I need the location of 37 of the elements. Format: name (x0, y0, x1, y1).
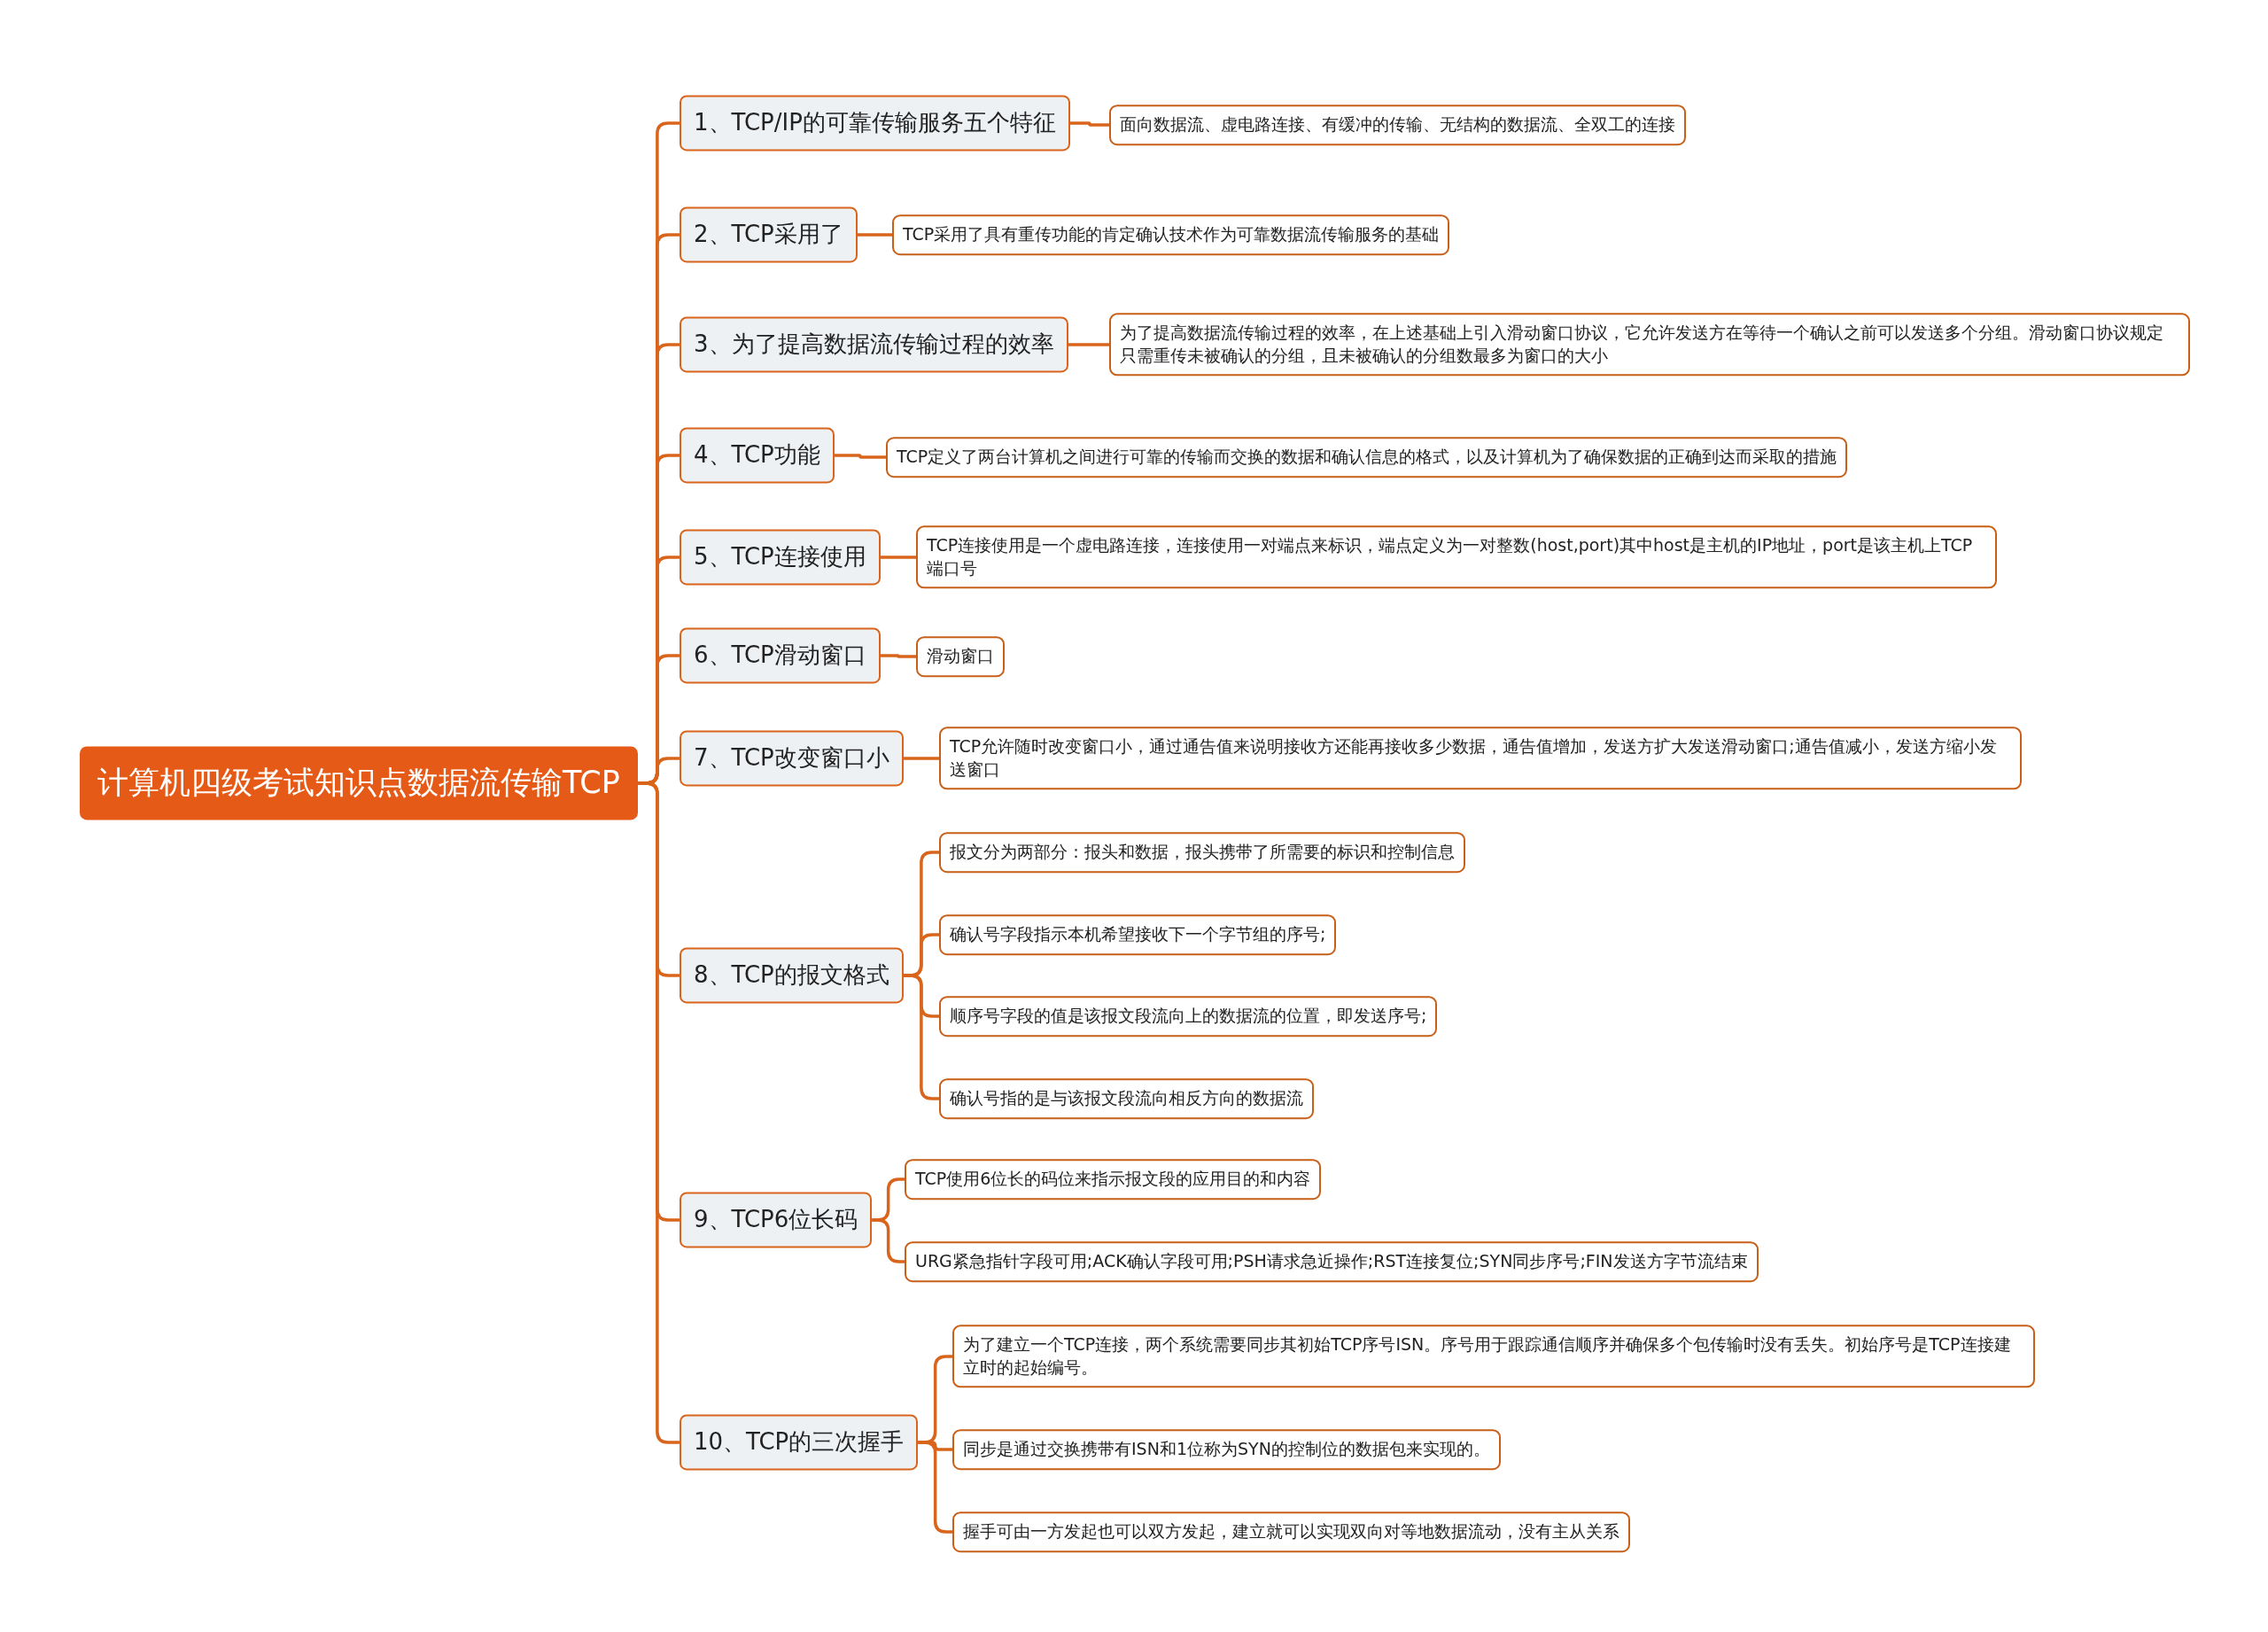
note-box: 握手可由一方发起也可以双方发起，建立就可以实现双向对等地数据流动，没有主从关系 (952, 1512, 1630, 1552)
note-box: TCP采用了具有重传功能的肯定确认技术作为可靠数据流传输服务的基础 (892, 214, 1450, 255)
topic-box: 4、TCP功能 (680, 427, 835, 484)
note-box: 确认号指的是与该报文段流向相反方向的数据流 (939, 1078, 1314, 1119)
topic-box: 9、TCP6位长码 (680, 1192, 873, 1248)
central-topic-box: 计算机四级考试知识点数据流传输TCP (80, 746, 638, 820)
note-box: 为了建立一个TCP连接，两个系统需要同步其初始TCP序号ISN。序号用于跟踪通信顺序并确保多个包传输时没有丢失。初始序号是TCP连接建立时的起始编号。 (952, 1325, 2035, 1388)
note-box: 报文分为两部分：报头和数据，报头携带了所需要的标识和控制信息 (939, 832, 1465, 873)
connector-line (872, 1218, 905, 1263)
connector-line (903, 974, 939, 1100)
note-box: TCP使用6位长的码位来指示报文段的应用目的和内容 (905, 1159, 1322, 1200)
note-box: 确认号字段指示本机希望接收下一个字节组的序号; (939, 914, 1337, 955)
topic-box: 6、TCP滑动窗口 (680, 627, 881, 684)
connector-line (834, 454, 886, 459)
connector-line (1069, 121, 1109, 127)
connector-line (903, 757, 939, 760)
connector-line (857, 233, 892, 237)
topic-box: 7、TCP改变窗口小 (680, 730, 904, 787)
note-box: 滑动窗口 (916, 636, 1005, 677)
connector-line (1068, 343, 1109, 346)
note-box: 为了提高数据流传输过程的效率，在上述基础上引入滑动窗口协议，它允许发送方在等待一个确认之前可以发送多个分组。滑动窗口协议规定只需重传未被确认的分组，且未被确认的分组数最多为窗口的大小 (1109, 313, 2190, 377)
topic-box: 2、TCP采用了 (680, 206, 858, 263)
connector-line (880, 654, 916, 658)
note-box: TCP定义了两台计算机之间进行可靠的传输而交换的数据和确认信息的格式，以及计算机为了确保数据的正确到达而采取的措施 (886, 437, 1848, 478)
note-box: 同步是通过交换携带有ISN和1位称为SYN的控制位的数据包来实现的。 (952, 1429, 1501, 1470)
note-box: TCP连接使用是一个虚电路连接，连接使用一对端点来标识，端点定义为一对整数(host,port)其中host是主机的IP地址，port是该主机上TCP端口号 (916, 525, 1997, 589)
connector-line (918, 1441, 952, 1534)
note-box: TCP允许随时改变窗口小，通过通告值来说明接收方还能再接收多少数据，通告值增加，发送方扩大发送滑动窗口;通告值减小，发送方缩小发送窗口 (939, 727, 2022, 790)
note-box: 面向数据流、虚电路连接、有缓冲的传输、无结构的数据流、全双工的连接 (1109, 105, 1686, 145)
topic-box: 10、TCP的三次握手 (680, 1414, 919, 1471)
topic-box: 1、TCP/IP的可靠传输服务五个特征 (680, 95, 1070, 152)
topic-box: 3、为了提高数据流传输过程的效率 (680, 316, 1068, 373)
connector-line (880, 556, 916, 559)
topic-box: 5、TCP连接使用 (680, 529, 881, 586)
note-box: URG紧急指针字段可用;ACK确认字段可用;PSH请求急近操作;RST连接复位;SYN同步序号;FIN发送方字节流结束 (905, 1241, 1759, 1282)
topic-box: 8、TCP的报文格式 (680, 947, 904, 1004)
note-box: 顺序号字段的值是该报文段流向上的数据流的位置，即发送序号; (939, 996, 1438, 1037)
